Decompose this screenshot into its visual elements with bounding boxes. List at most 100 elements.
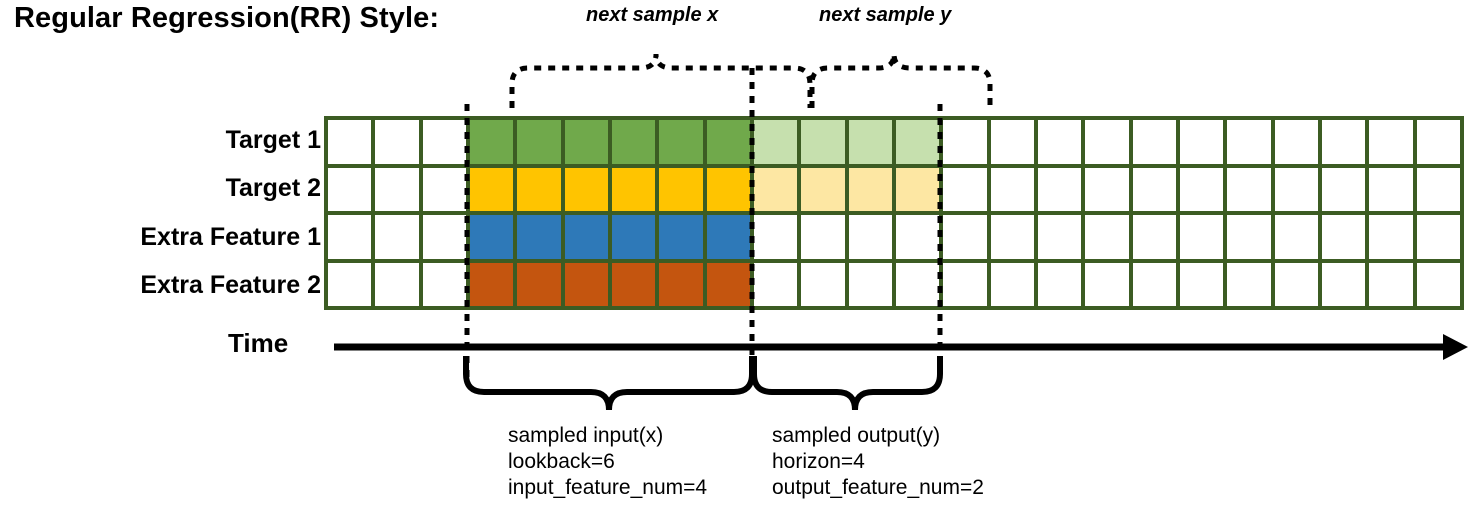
grid-cell-extra-feature-1-blank-22 xyxy=(1369,215,1413,259)
caption-output-line2: horizon=4 xyxy=(772,450,865,473)
grid-cell-extra-feature-2-blank-16 xyxy=(1085,262,1129,306)
grid-cell-extra-feature-2-blank-12 xyxy=(895,262,940,306)
grid-cell-extra-feature-2-blank-11 xyxy=(848,262,892,306)
annotation-next-sample-y: next sample y xyxy=(819,4,952,26)
grid-cell-target-2-blank-19 xyxy=(1227,167,1271,211)
grid-cell-target-2-input-8 xyxy=(706,167,750,211)
grid-cell-target-2-output-10 xyxy=(801,167,845,211)
grid-cell-target-1-input-6 xyxy=(611,120,656,164)
grid-cell-target-2-blank-14 xyxy=(990,167,1034,211)
grid-cell-extra-feature-1-blank-18 xyxy=(1179,215,1224,259)
grid-cell-extra-feature-1-blank-12 xyxy=(895,215,940,259)
grid-cell-extra-feature-1-blank-19 xyxy=(1227,215,1271,259)
grid-cell-extra-feature-1-blank-16 xyxy=(1085,215,1129,259)
grid-cell-extra-feature-1-input-8 xyxy=(706,215,750,259)
grid-cell-target-2-blank-23 xyxy=(1416,167,1460,211)
grid-cell-extra-feature-2-input-5 xyxy=(564,262,608,306)
grid-cell-extra-feature-1-blank-15 xyxy=(1037,215,1082,259)
caption-input-line2: lookback=6 xyxy=(508,450,615,473)
grid-cell-extra-feature-2-input-6 xyxy=(611,262,656,306)
grid-cell-extra-feature-2-blank-0 xyxy=(328,262,372,306)
grid-cell-extra-feature-2-input-4 xyxy=(517,262,561,306)
grid-cell-target-1-blank-23 xyxy=(1416,120,1460,164)
grid-cell-extra-feature-2-blank-10 xyxy=(801,262,845,306)
grid-cell-target-2-input-3 xyxy=(469,167,514,211)
grid-cell-target-1-blank-2 xyxy=(422,120,466,164)
row-label-target-2: Target 2 xyxy=(225,174,321,202)
caption-input-line3: input_feature_num=4 xyxy=(508,476,708,499)
grid-cell-extra-feature-2-blank-20 xyxy=(1274,262,1318,306)
grid-cell-extra-feature-2-blank-1 xyxy=(375,262,419,306)
grid-cell-target-1-blank-20 xyxy=(1274,120,1318,164)
grid-cell-extra-feature-1-blank-13 xyxy=(943,215,987,259)
grid-cell-extra-feature-2-blank-23 xyxy=(1416,262,1460,306)
annotation-next-sample-x: next sample x xyxy=(586,4,719,26)
grid-cell-target-2-blank-17 xyxy=(1132,167,1176,211)
time-axis-label: Time xyxy=(228,328,289,358)
timeseries-grid xyxy=(324,116,1464,310)
grid-cell-target-2-blank-2 xyxy=(422,167,466,211)
grid-cell-extra-feature-2-blank-18 xyxy=(1179,262,1224,306)
grid-cell-extra-feature-1-blank-17 xyxy=(1132,215,1176,259)
grid-cell-extra-feature-1-input-5 xyxy=(564,215,608,259)
grid-cell-target-1-blank-22 xyxy=(1369,120,1413,164)
grid-cell-extra-feature-2-blank-22 xyxy=(1369,262,1413,306)
row-label-extra-feature-2: Extra Feature 2 xyxy=(140,271,321,299)
grid-cell-target-2-blank-0 xyxy=(328,167,372,211)
grid-cell-extra-feature-1-blank-9 xyxy=(753,215,798,259)
grid-cell-extra-feature-2-input-3 xyxy=(469,262,514,306)
grid-cell-extra-feature-2-blank-17 xyxy=(1132,262,1176,306)
caption-input-line1: sampled input(x) xyxy=(508,424,664,447)
grid-cell-target-1-input-7 xyxy=(659,120,703,164)
page-title: Regular Regression(RR) Style: xyxy=(14,2,440,34)
row-label-extra-feature-1: Extra Feature 1 xyxy=(140,223,321,251)
caption-output-line3: output_feature_num=2 xyxy=(772,476,984,499)
grid-cell-extra-feature-1-blank-2 xyxy=(422,215,466,259)
time-axis-arrow xyxy=(334,334,1468,360)
grid-cell-target-1-blank-14 xyxy=(990,120,1034,164)
grid-cell-target-1-blank-19 xyxy=(1227,120,1271,164)
grid-cell-extra-feature-1-blank-21 xyxy=(1321,215,1366,259)
grid-cell-target-1-output-9 xyxy=(753,120,798,164)
grid-cell-extra-feature-1-blank-20 xyxy=(1274,215,1318,259)
grid-cell-extra-feature-1-blank-11 xyxy=(848,215,892,259)
grid-cell-target-1-input-5 xyxy=(564,120,608,164)
grid-cell-extra-feature-2-blank-15 xyxy=(1037,262,1082,306)
grid-cell-target-2-output-11 xyxy=(848,167,892,211)
grid-cell-target-2-blank-20 xyxy=(1274,167,1318,211)
grid-cell-extra-feature-1-blank-0 xyxy=(328,215,372,259)
bottom-brace-sampled-output xyxy=(751,356,943,411)
grid-cell-target-2-input-6 xyxy=(611,167,656,211)
grid-cell-extra-feature-2-blank-14 xyxy=(990,262,1034,306)
top-brace-next-sample-y xyxy=(809,53,993,108)
grid-cell-target-2-blank-22 xyxy=(1369,167,1413,211)
grid-cell-target-2-blank-13 xyxy=(943,167,987,211)
grid-cell-target-1-blank-0 xyxy=(328,120,372,164)
grid-cell-target-1-blank-18 xyxy=(1179,120,1224,164)
grid-cell-target-2-input-5 xyxy=(564,167,608,211)
grid-cell-target-2-blank-18 xyxy=(1179,167,1224,211)
grid-cell-target-1-output-10 xyxy=(801,120,845,164)
grid-cell-extra-feature-2-blank-13 xyxy=(943,262,987,306)
grid-cell-target-1-blank-17 xyxy=(1132,120,1176,164)
grid-cell-extra-feature-1-input-3 xyxy=(469,215,514,259)
grid-cell-target-1-blank-15 xyxy=(1037,120,1082,164)
grid-cell-target-1-blank-16 xyxy=(1085,120,1129,164)
grid-cell-extra-feature-1-blank-14 xyxy=(990,215,1034,259)
top-brace-next-sample-x xyxy=(509,53,813,108)
grid-cell-target-1-output-12 xyxy=(895,120,940,164)
grid-cell-target-2-blank-15 xyxy=(1037,167,1082,211)
row-label-target-1: Target 1 xyxy=(225,126,321,154)
caption-sampled-input: sampled input(x) lookback=6 input_featur… xyxy=(508,423,707,501)
grid-cell-extra-feature-1-input-4 xyxy=(517,215,561,259)
grid-cell-target-2-blank-16 xyxy=(1085,167,1129,211)
grid-cell-extra-feature-2-blank-2 xyxy=(422,262,466,306)
grid-cell-target-1-output-11 xyxy=(848,120,892,164)
grid-cell-extra-feature-1-blank-23 xyxy=(1416,215,1460,259)
grid-cell-extra-feature-2-blank-21 xyxy=(1321,262,1366,306)
grid-cell-target-1-blank-21 xyxy=(1321,120,1366,164)
caption-output-line1: sampled output(y) xyxy=(772,424,941,447)
grid-cell-target-2-input-7 xyxy=(659,167,703,211)
grid-cell-target-1-input-8 xyxy=(706,120,750,164)
grid-cell-extra-feature-1-blank-10 xyxy=(801,215,845,259)
